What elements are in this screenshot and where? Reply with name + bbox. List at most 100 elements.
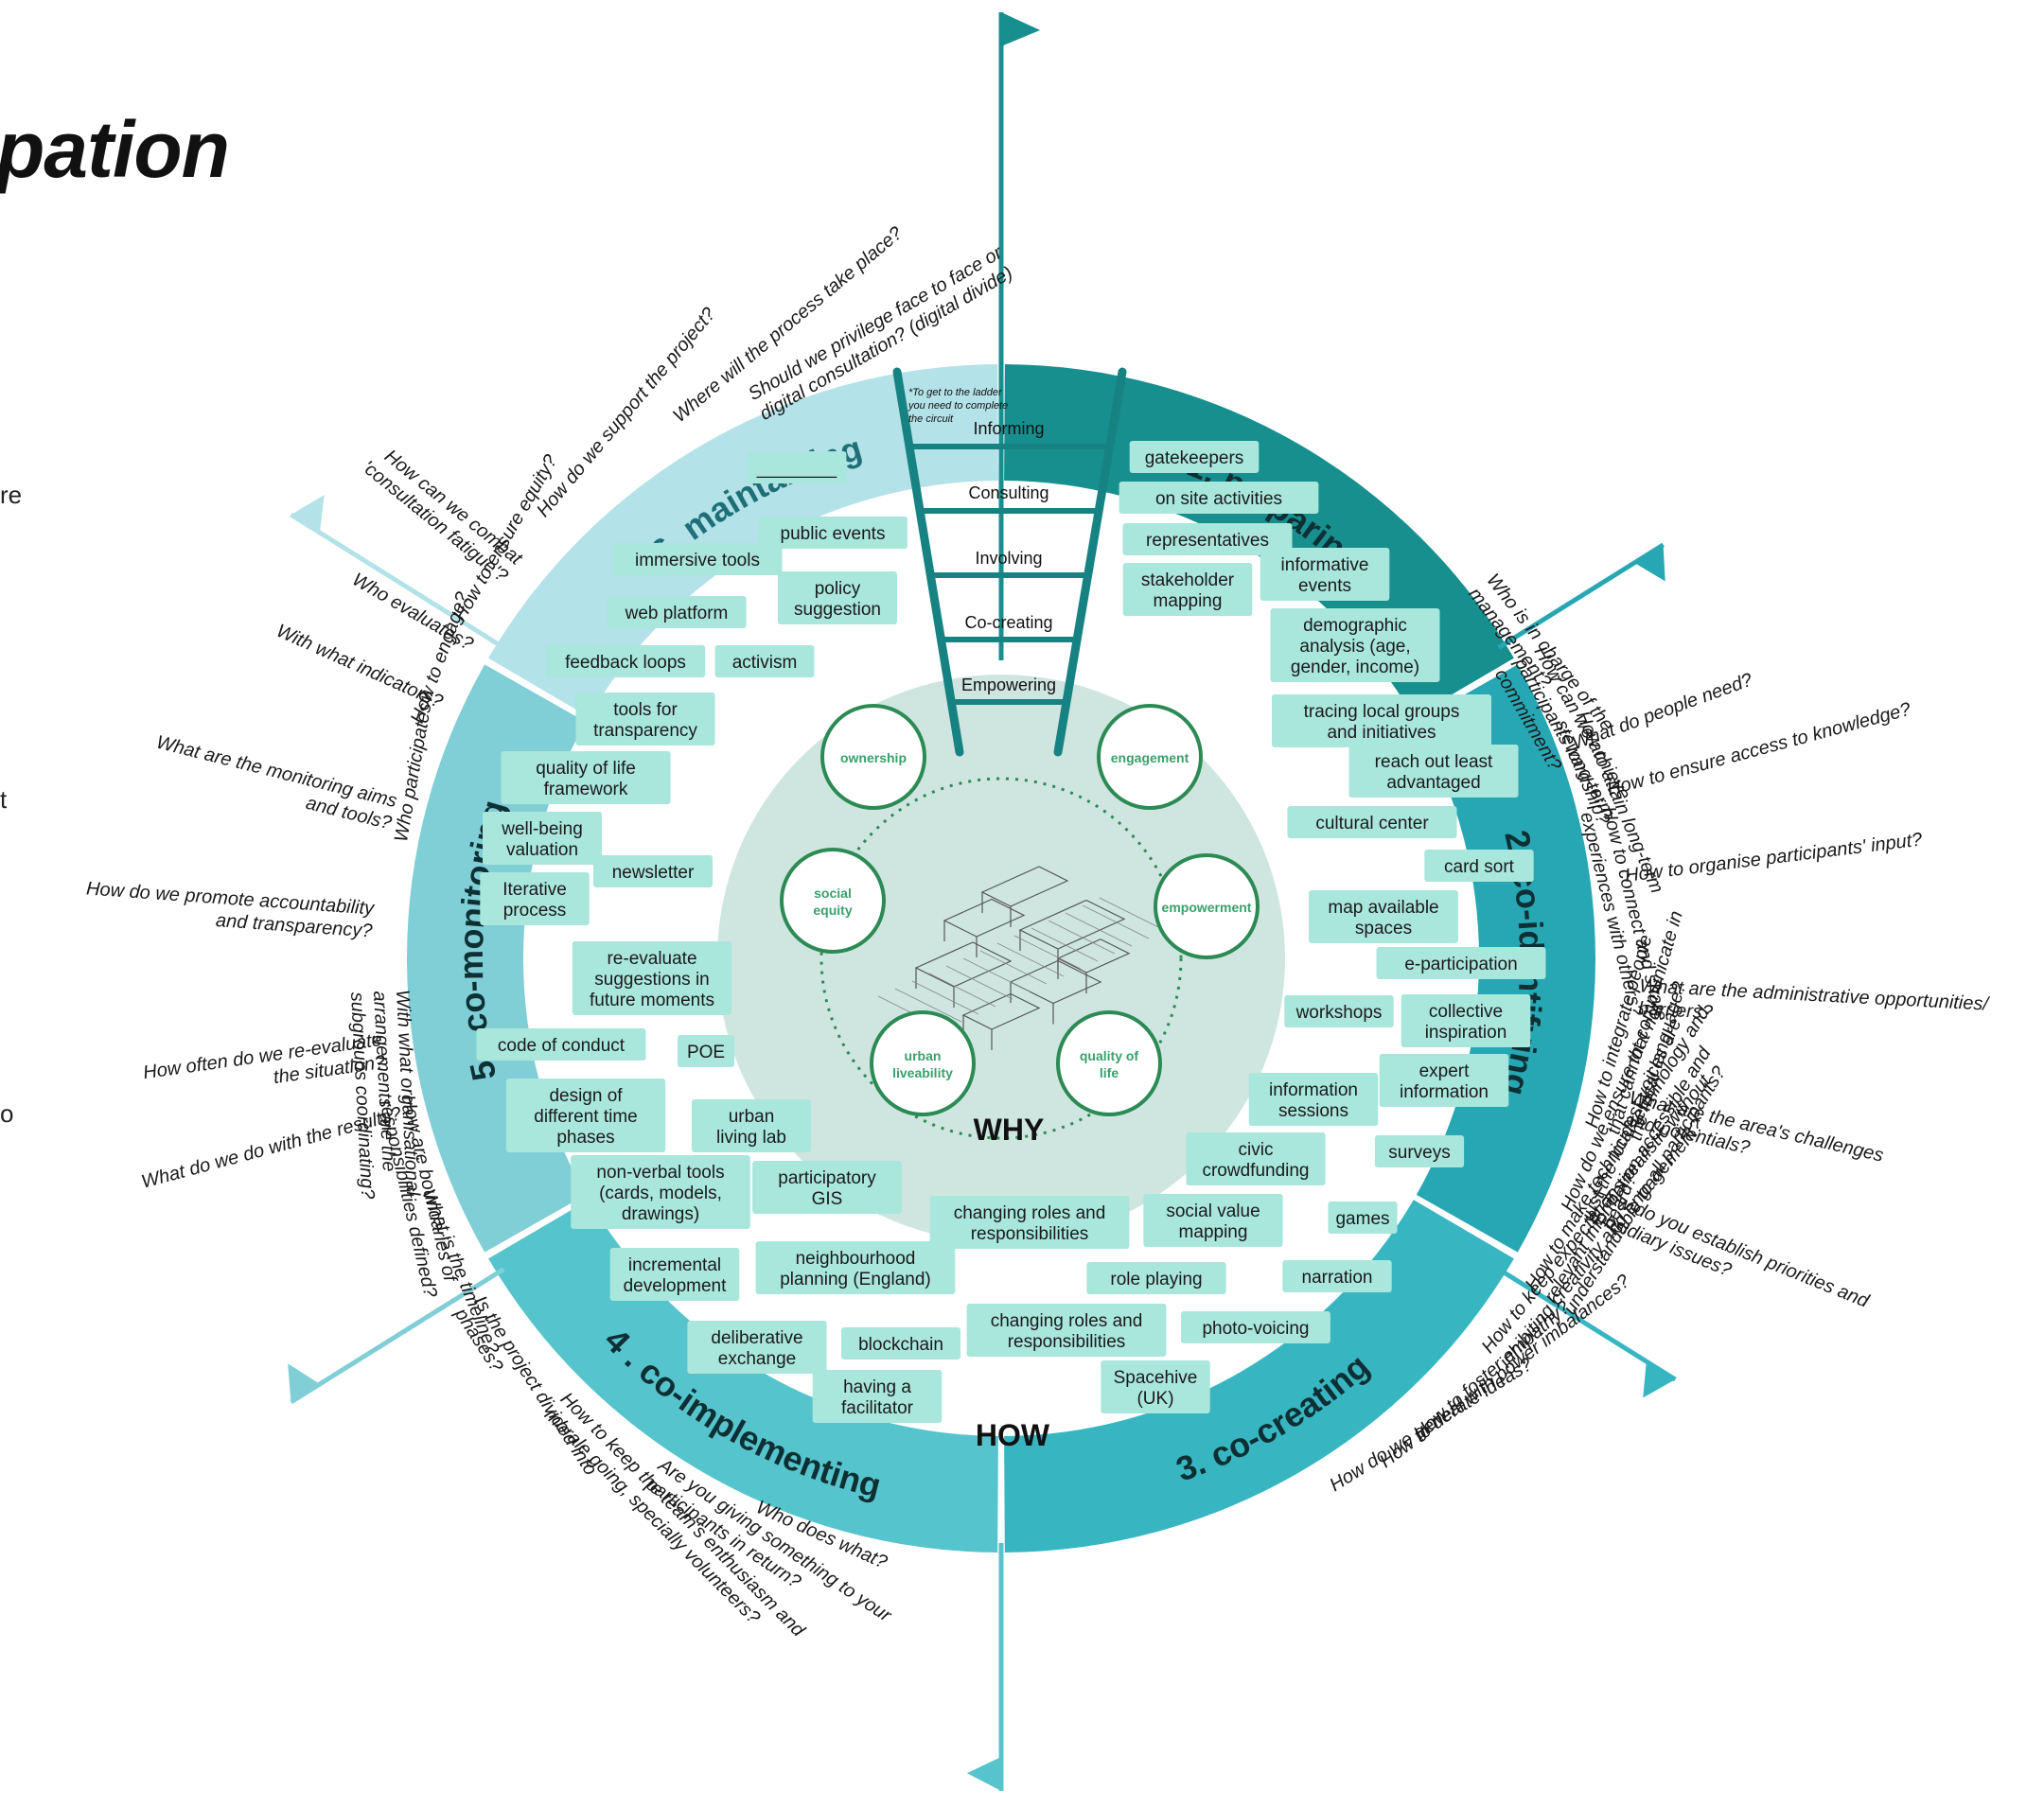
method-tag-label-line: gender, income) [1291,658,1419,677]
ladder-note-line: *To get to the ladder [908,387,1003,398]
method-tag-box [747,451,847,483]
sketch-hatch [1048,920,1116,955]
method-tag-label-line: living lab [716,1128,786,1148]
method-tag-label: Spacehive(UK) [1114,1368,1198,1409]
method-tag-label-line: POE [687,1043,725,1062]
method-tag: e-participation [1376,947,1546,979]
method-tag-label-line: phases [556,1128,614,1148]
flag-pennant [291,495,325,534]
method-tag-label: representatives [1146,531,1269,551]
method-tag-label: on site activities [1155,489,1282,509]
method-tag-box [607,596,747,628]
sketch-hatch [928,973,996,1008]
value-circle: ownership [820,704,926,810]
method-tag-box [778,571,897,624]
value-circle-shape [1056,1010,1162,1116]
guiding-question: How often do we re-evaluatethe situation… [142,1029,387,1088]
method-tag-label-line: card sort [1444,857,1515,877]
sketch-hatch [1082,904,1150,939]
guiding-question-text: How can we combat'consultation fatigue'? [358,439,527,588]
ladder-rail-left [892,367,964,757]
method-tag-box [692,1099,811,1152]
method-tag-box [1309,890,1458,943]
method-tag-label: gatekeepers [1145,448,1244,468]
method-tag-label: ________ [756,459,837,479]
value-circle-label-line: empowerment [1162,900,1252,915]
flag-pole [1497,542,1665,650]
method-tag-box [1379,1054,1509,1107]
method-tag-label: role playing [1110,1270,1202,1289]
method-tag-label: e-participation [1404,955,1517,974]
sketch-hatch [945,965,1013,1000]
guiding-question: How do we promote accountabilityand tran… [85,878,375,941]
method-tag-label-line: design of [549,1086,623,1106]
method-tag-box [929,1196,1130,1249]
method-tag-label-line: re-evaluate [607,949,696,969]
method-tag: code of conduct [476,1028,646,1061]
method-tag-label-line: (UK) [1137,1389,1173,1409]
method-tag-label-line: neighbourhood [796,1249,916,1269]
method-tag-label: activism [732,653,798,673]
method-tag-box [1119,482,1319,514]
method-tag-box [1270,608,1440,682]
method-tag-label-line: future moments [590,991,714,1010]
method-tag-label-line: role playing [1110,1270,1202,1289]
method-tag: activism [714,645,815,677]
ladder-step-label: Co-creating [964,613,1052,632]
value-circle-label-line: quality of [1080,1048,1139,1063]
method-tag-box [1272,694,1491,747]
flag-pole [290,1267,505,1405]
method-tag-label-line: civic [1239,1140,1274,1160]
sketch-block [961,992,1041,1030]
method-tag-box [1086,1262,1226,1294]
method-tag-label-line: spaces [1355,919,1412,939]
method-tag-label-line: events [1298,576,1351,596]
method-tag-box [841,1327,960,1360]
sketch-hatch [1099,897,1167,932]
method-tag: public events [758,517,907,549]
flag-pennant [1001,12,1041,46]
method-tag-label: non-verbal tools(cards, models,drawings) [596,1163,724,1224]
method-tag-box [1143,1194,1283,1247]
method-tag-label-line: mapping [1154,591,1223,611]
edge-text-fragment: re [0,481,23,509]
method-tag-label-line: social value [1166,1202,1260,1221]
method-tag-label-line: feedback loops [565,653,686,673]
method-tag-label: feedback loops [565,653,686,673]
sketch-hatch [1031,927,1099,962]
method-tag: cultural center [1287,806,1457,838]
method-tag-label-line: Spacehive [1114,1368,1198,1388]
method-tag-label-line: workshops [1295,1003,1383,1023]
flag-pole [1497,1267,1677,1382]
method-tag-box [1260,548,1390,601]
edge-text-fragment: o [0,1099,14,1128]
method-tag-box [1248,1073,1379,1126]
method-tag-label-line: code of conduct [498,1036,626,1056]
method-tag: role playing [1086,1262,1226,1294]
value-circle-label-line: engagement [1111,750,1189,765]
method-tag-box [755,1241,956,1294]
flag-pennant [1643,1361,1676,1398]
method-tag-box [966,1304,1167,1357]
